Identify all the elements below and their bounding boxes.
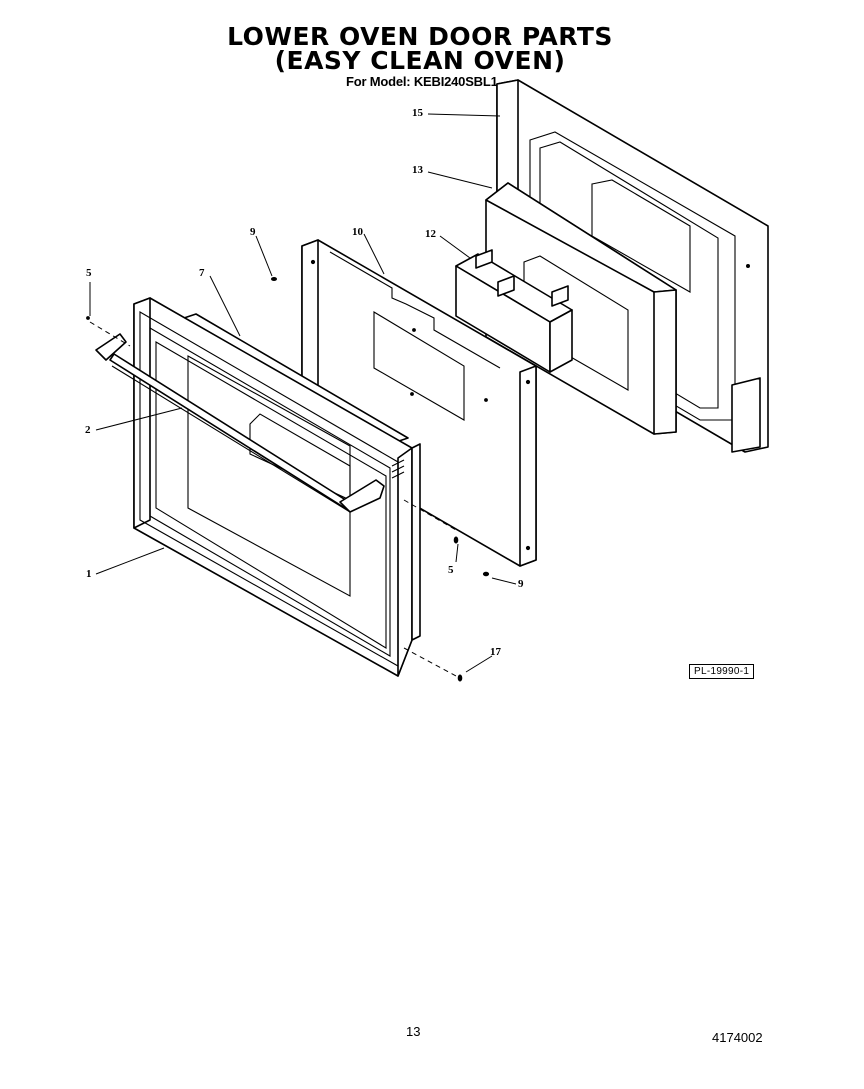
document-number: 4174002 <box>712 1030 763 1045</box>
part-12-baffle <box>455 249 573 373</box>
callout-9-top: 9 <box>250 226 256 238</box>
callout-15: 15 <box>412 107 423 119</box>
alignment-lines <box>89 321 457 677</box>
part-2-handle <box>95 333 385 513</box>
page-title: LOWER OVEN DOOR PARTS <box>227 22 613 51</box>
page-number: 13 <box>406 1024 421 1039</box>
callout-1: 1 <box>86 568 92 580</box>
callout-7: 7 <box>199 267 205 279</box>
callout-13: 13 <box>412 164 423 176</box>
model-label: For Model: KEBI240SBL1 <box>346 74 498 89</box>
callout-17: 17 <box>490 646 501 658</box>
callout-12: 12 <box>425 228 436 240</box>
callout-2: 2 <box>85 424 91 436</box>
callout-5-left: 5 <box>86 267 92 279</box>
part-1-outer-door <box>133 297 421 677</box>
callout-9-right: 9 <box>518 578 524 590</box>
leader-lines <box>89 113 517 673</box>
page-subtitle: (EASY CLEAN OVEN) <box>274 46 566 75</box>
fasteners <box>86 277 490 682</box>
plate-reference-label: PL-19990-1 <box>689 664 755 679</box>
callout-10: 10 <box>352 226 363 238</box>
callout-5-right: 5 <box>448 564 454 576</box>
